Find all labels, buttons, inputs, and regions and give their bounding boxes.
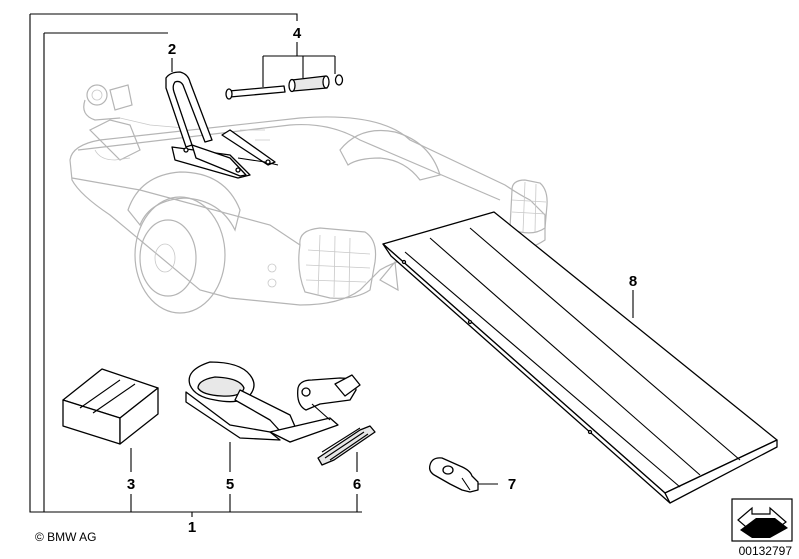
callout-2: 2 <box>168 41 176 58</box>
callout-6: 6 <box>353 476 361 493</box>
part-4-pin-set <box>225 74 344 100</box>
arrow-icon <box>731 498 793 542</box>
callout-5: 5 <box>226 476 234 493</box>
part-8-ramp <box>382 211 778 504</box>
copyright-label: © BMW AG <box>35 530 97 544</box>
part-5-ratchet-strap <box>185 361 361 443</box>
part-6-pad <box>317 425 376 466</box>
callout-7: 7 <box>508 476 516 493</box>
diagram-number: 00132797 <box>739 544 793 558</box>
callout-3: 3 <box>127 476 135 493</box>
part-3-box <box>62 368 159 445</box>
part-2-wheel-stand <box>165 71 279 179</box>
callout-1: 1 <box>188 519 196 536</box>
part-7-clip <box>428 457 479 493</box>
trailer-background <box>69 84 548 314</box>
callout-8: 8 <box>629 273 637 290</box>
leader-lines <box>29 13 634 517</box>
callout-4: 4 <box>293 25 302 42</box>
